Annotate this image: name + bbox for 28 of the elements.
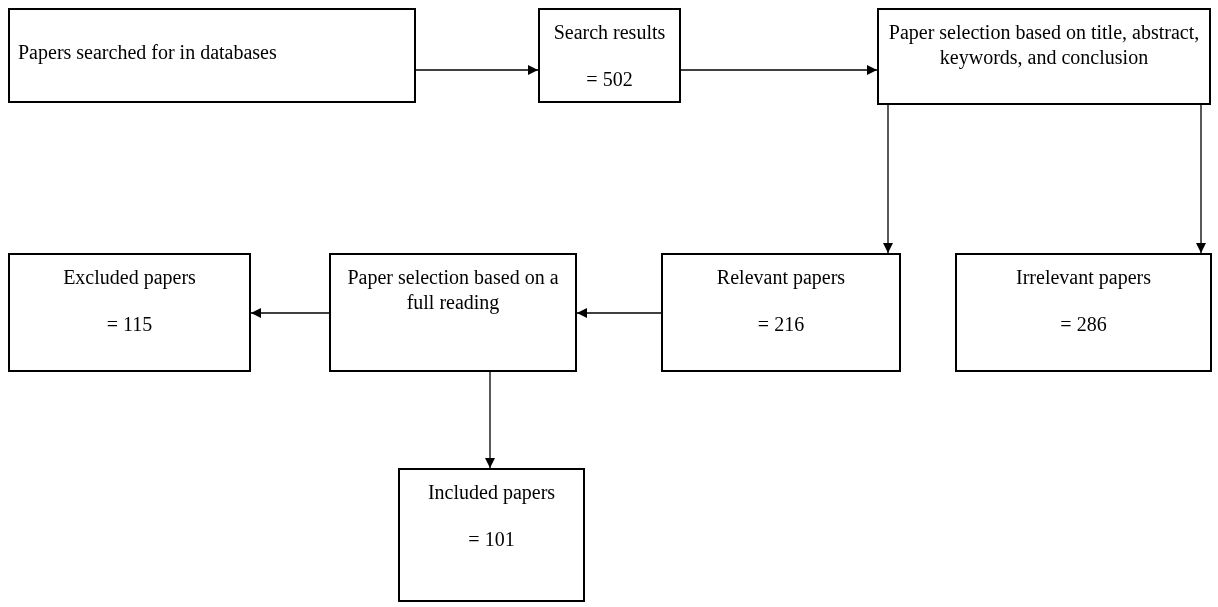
- arrow: [415, 65, 539, 75]
- box-text: = 115: [106, 312, 153, 337]
- box-text: Search results: [553, 20, 666, 45]
- process-box: [398, 468, 585, 602]
- arrow: [1196, 104, 1206, 254]
- arrow: [576, 308, 662, 318]
- box-text: Excluded papers: [63, 265, 196, 290]
- box-text: Included papers: [427, 480, 556, 505]
- process-box: [955, 253, 1212, 372]
- process-box: [877, 8, 1211, 105]
- process-box: [8, 8, 416, 103]
- process-box: [538, 8, 681, 103]
- box-text: Relevant papers: [716, 265, 846, 290]
- arrow: [680, 65, 878, 75]
- arrow: [485, 371, 495, 469]
- box-text: Papers searched for in databases: [18, 40, 277, 65]
- box-text: = 286: [1060, 312, 1107, 337]
- box-text: Paper selection based on title, abstract, keywords, and conclusion: [887, 20, 1201, 70]
- box-text: = 216: [757, 312, 805, 337]
- box-text: Paper selection based on a full reading: [346, 265, 560, 315]
- arrow: [883, 104, 893, 254]
- box-text: = 101: [468, 527, 515, 552]
- box-text: Irrelevant papers: [1016, 265, 1151, 290]
- process-box: [8, 253, 251, 372]
- process-box: [329, 253, 577, 372]
- arrow: [250, 308, 330, 318]
- process-box: [661, 253, 901, 372]
- box-text: = 502: [586, 67, 633, 92]
